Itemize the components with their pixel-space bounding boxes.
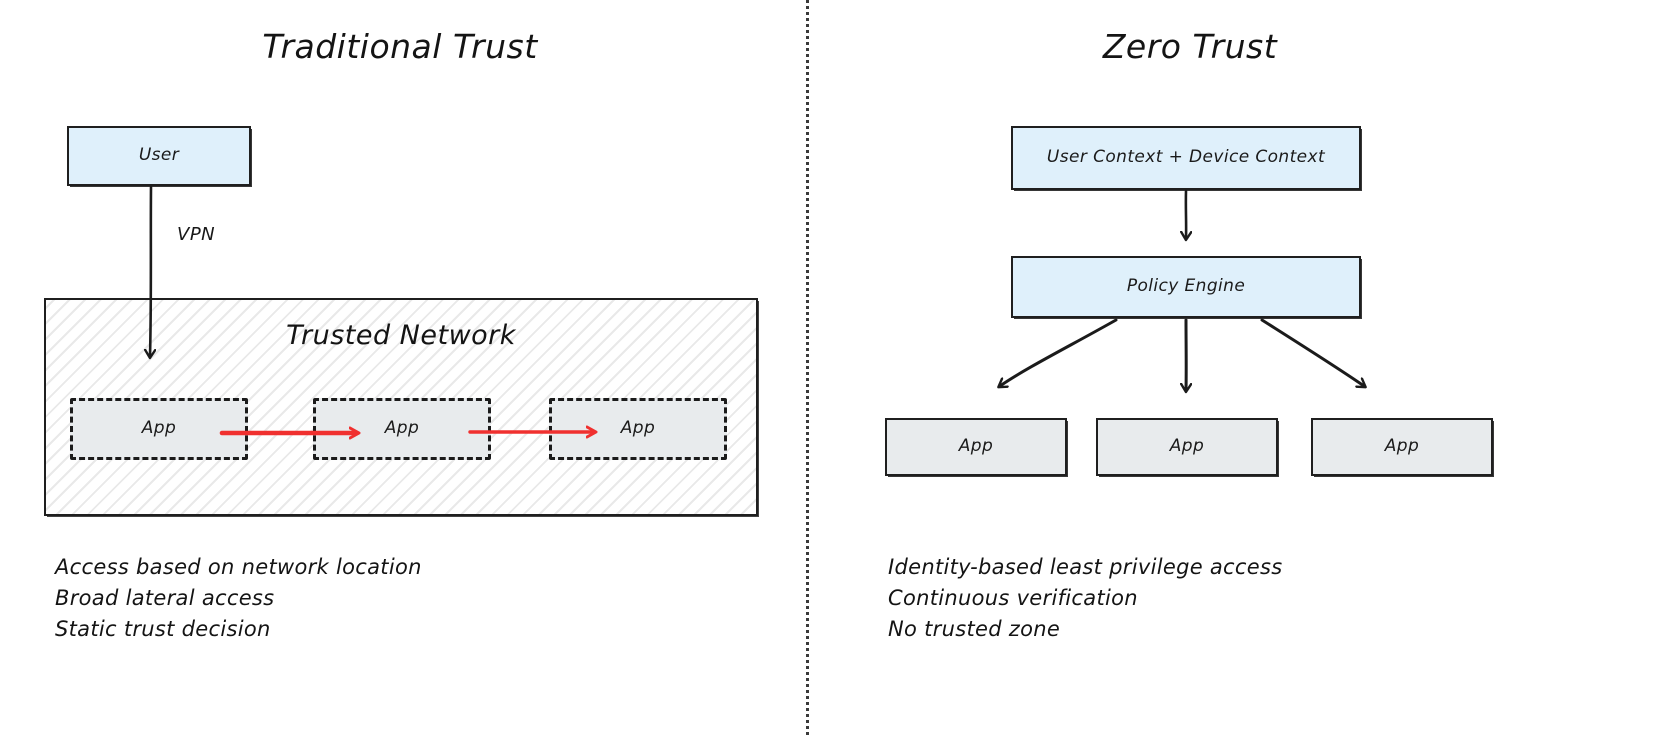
- bullet-traditional-1: Access based on network location: [55, 555, 422, 579]
- bullet-traditional-2: Broad lateral access: [55, 586, 275, 610]
- zone-trusted-network-label: Trusted Network: [286, 320, 516, 351]
- arrow-policy-to-app3: [1260, 318, 1364, 386]
- bullet-list-zero-trust: Identity-based least privilege access Co…: [888, 552, 1282, 645]
- node-app-right-2-label: App: [1169, 436, 1205, 457]
- node-user[interactable]: User: [67, 126, 251, 186]
- bullet-list-traditional: Access based on network location Broad l…: [55, 552, 422, 645]
- node-app-right-2[interactable]: App: [1096, 418, 1278, 476]
- node-app-right-1-label: App: [958, 436, 994, 457]
- node-app-left-2-label: App: [384, 418, 420, 439]
- node-app-left-3[interactable]: App: [549, 398, 727, 460]
- node-app-right-1[interactable]: App: [885, 418, 1067, 476]
- panel-title-zero-trust: Zero Trust: [1102, 27, 1278, 66]
- panel-title-traditional-trust: Traditional Trust: [262, 27, 538, 66]
- edge-label-vpn: VPN: [177, 224, 216, 245]
- bullet-zerotrust-2: Continuous verification: [888, 586, 1138, 610]
- arrow-policy-to-app1: [1000, 318, 1118, 386]
- bullet-zerotrust-1: Identity-based least privilege access: [888, 555, 1283, 579]
- node-app-left-3-label: App: [620, 418, 656, 439]
- node-policy-engine[interactable]: Policy Engine: [1011, 256, 1361, 318]
- node-app-left-1-label: App: [141, 418, 177, 439]
- node-user-label: User: [138, 145, 180, 166]
- node-app-right-3-label: App: [1384, 436, 1420, 457]
- bullet-zerotrust-3: No trusted zone: [888, 617, 1061, 641]
- node-app-left-2[interactable]: App: [313, 398, 491, 460]
- bullet-traditional-3: Static trust decision: [55, 617, 271, 641]
- node-user-device-context[interactable]: User Context + Device Context: [1011, 126, 1361, 190]
- node-user-device-context-label: User Context + Device Context: [1046, 147, 1326, 168]
- node-app-left-1[interactable]: App: [70, 398, 248, 460]
- node-app-right-3[interactable]: App: [1311, 418, 1493, 476]
- panel-divider: [806, 0, 809, 735]
- node-policy-engine-label: Policy Engine: [1126, 276, 1246, 297]
